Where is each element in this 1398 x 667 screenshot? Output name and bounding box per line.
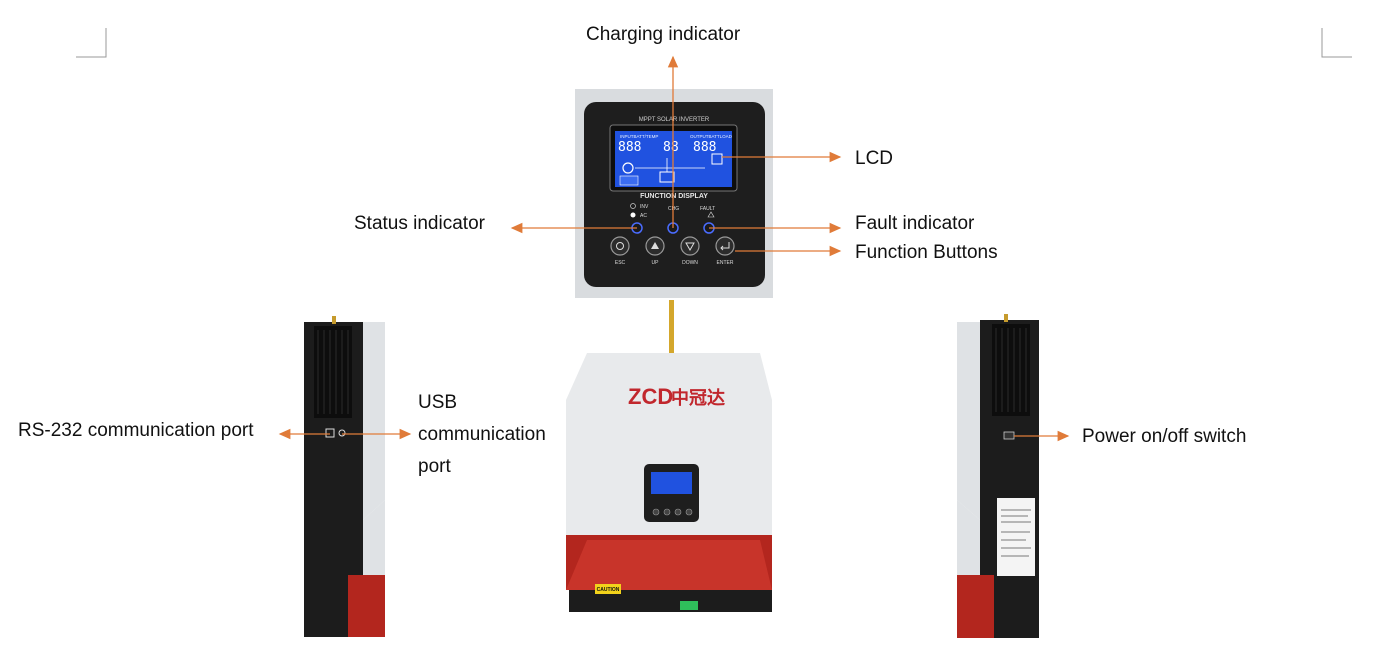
brand-logo-latin: ZCD — [628, 384, 673, 409]
brand-logo-cn: 中冠达 — [671, 387, 725, 409]
label-lcd: LCD — [855, 148, 894, 169]
inverter-bottom-ports — [569, 590, 772, 612]
mini-button-3 — [674, 508, 682, 516]
inverter-upper-body — [566, 353, 772, 535]
down-label: DOWN — [682, 260, 698, 266]
lcd-digits-right: 888 — [693, 140, 716, 155]
label-fault-indicator: Fault indicator — [855, 213, 975, 234]
fault-label: FAULT — [700, 206, 715, 212]
crop-mark-right — [1321, 28, 1352, 58]
lcd-solar-icon — [619, 175, 639, 186]
down-arrow-icon — [685, 242, 695, 252]
label-status-indicator: Status indicator — [354, 213, 485, 234]
right-side-red-base — [957, 575, 994, 638]
ac-led — [630, 212, 636, 218]
label-charging-indicator: Charging indicator — [586, 24, 741, 45]
right-side-white-edge — [957, 322, 980, 520]
panel-header: MPPT SOLAR INVERTER — [639, 117, 710, 123]
ac-label: AC — [640, 213, 647, 219]
inv-label: INV — [640, 204, 649, 210]
lcd-top-right-label: OUTPUTBATTLOAD — [690, 134, 733, 139]
left-side-white-lower — [363, 500, 385, 575]
inv-led — [630, 203, 636, 209]
inverter-red-base-front — [566, 540, 772, 590]
spec-label-lines — [1001, 509, 1031, 557]
left-side-red-base — [348, 575, 385, 637]
label-rs232-port: RS-232 communication port — [18, 420, 254, 441]
button-enter[interactable] — [715, 236, 735, 256]
fault-triangle-icon — [707, 211, 715, 218]
mini-button-4 — [685, 508, 693, 516]
esc-label: ESC — [615, 260, 626, 266]
caution-text: CAUTION — [597, 587, 620, 593]
mini-button-2 — [663, 508, 671, 516]
inverter-mini-lcd — [651, 472, 692, 494]
right-side-antenna — [1004, 314, 1008, 322]
enter-label: ENTER — [717, 260, 734, 266]
power-icon — [616, 242, 624, 250]
left-side-white-edge — [363, 322, 385, 520]
spec-label-sticker — [997, 498, 1035, 576]
enter-icon — [720, 242, 730, 251]
label-power-switch: Power on/off switch — [1082, 426, 1247, 447]
left-side-vent — [314, 326, 352, 418]
lcd-digits-mid: 88 — [663, 140, 679, 155]
mini-button-1 — [652, 508, 660, 516]
caution-label — [595, 584, 621, 594]
right-side-white-lower — [957, 500, 980, 575]
lcd-digits-left: 888 — [618, 140, 641, 155]
lcd-load-icon — [711, 153, 723, 165]
label-usb-port: USB communication port — [418, 392, 546, 477]
button-down[interactable] — [680, 236, 700, 256]
terminal-block — [680, 601, 698, 610]
label-function-buttons: Function Buttons — [855, 242, 998, 263]
right-side-vent — [992, 324, 1030, 416]
button-esc[interactable] — [610, 236, 630, 256]
lcd-ac-icon — [622, 162, 634, 174]
lcd-flow-lines — [635, 158, 705, 172]
left-side-antenna — [332, 316, 336, 324]
button-up[interactable] — [645, 236, 665, 256]
right-side-vent-slots — [995, 328, 1027, 412]
function-display-label: FUNCTION DISPLAY — [640, 193, 708, 200]
crop-mark-left — [76, 28, 107, 58]
up-arrow-icon — [651, 242, 659, 249]
rs232-port-icon — [325, 428, 335, 438]
left-side-vent-slots — [317, 330, 349, 414]
usb-port-icon — [338, 429, 346, 437]
lcd-top-left-label: INPUTBATT/TEMP — [620, 134, 658, 139]
up-label: UP — [652, 260, 660, 266]
